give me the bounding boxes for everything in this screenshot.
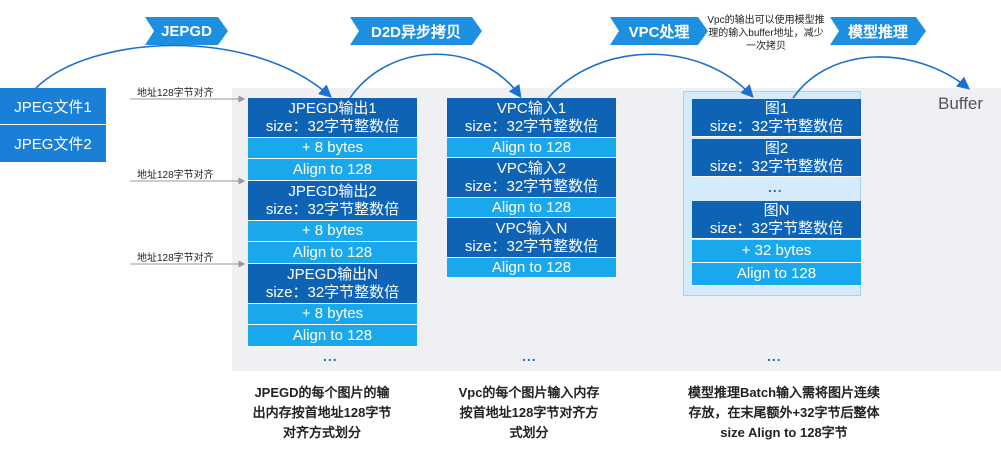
model-block-n: 图N size：32字节整数倍 bbox=[692, 201, 861, 239]
vpc-title-n: VPC输入N bbox=[495, 219, 568, 237]
model-title-1: 图1 bbox=[764, 99, 789, 117]
model-size-1: size：32字节整数倍 bbox=[709, 117, 844, 135]
jpegd-dots: ... bbox=[323, 348, 338, 364]
model-dots: ... bbox=[767, 348, 782, 364]
vpc-align-1: Align to 128 bbox=[447, 138, 616, 158]
jpegd-title-2: JPEGD输出2 bbox=[288, 182, 377, 200]
buffer-label: Buffer bbox=[938, 94, 984, 113]
vpc-size-2: size：32字节整数倍 bbox=[464, 177, 599, 195]
jpegd-block-1: JPEGD输出1 size：32字节整数倍 bbox=[248, 98, 417, 138]
jpegd-block-n: JPEGD输出N size：32字节整数倍 bbox=[248, 264, 417, 304]
stage-vpc: VPC处理 bbox=[610, 17, 708, 45]
jpegd-align-2: Align to 128 bbox=[248, 242, 417, 264]
jpegd-size-1: size：32字节整数倍 bbox=[265, 117, 400, 135]
jpegd-plus-1: + 8 bytes bbox=[248, 138, 417, 159]
jpegd-block-2: JPEGD输出2 size：32字节整数倍 bbox=[248, 181, 417, 221]
caption-jpegd: JPEGD的每个图片的输出内存按首地址128字节对齐方式划分 bbox=[252, 385, 392, 440]
jpegd-size-2: size：32字节整数倍 bbox=[265, 200, 400, 218]
vpc-block-n: VPC输入N size：32字节整数倍 bbox=[447, 218, 616, 258]
model-size-2: size：32字节整数倍 bbox=[709, 157, 844, 175]
model-size-n: size：32字节整数倍 bbox=[709, 219, 844, 237]
addr-label-3: 地址128字节对齐 bbox=[137, 253, 214, 264]
vpc-size-n: size：32字节整数倍 bbox=[464, 237, 599, 255]
stage-model: 模型推理 bbox=[830, 17, 926, 45]
caption-model: 模型推理Batch输入需将图片连续存放，在末尾额外+32字节后整体size Al… bbox=[687, 385, 881, 440]
model-plus: + 32 bytes bbox=[692, 240, 861, 263]
vpc-title-1: VPC输入1 bbox=[496, 99, 567, 117]
vpc-align-n: Align to 128 bbox=[447, 258, 616, 278]
model-block-2: 图2 size：32字节整数倍 bbox=[692, 139, 861, 177]
model-block-1: 图1 size：32字节整数倍 bbox=[692, 99, 861, 137]
model-align: Align to 128 bbox=[692, 263, 861, 286]
model-title-n: 图N bbox=[763, 201, 790, 219]
jpeg-file-1: JPEG文件1 bbox=[0, 88, 106, 125]
jpegd-plus-n: + 8 bytes bbox=[248, 304, 417, 325]
vpc-dots: ... bbox=[522, 348, 537, 364]
vpc-align-2: Align to 128 bbox=[447, 198, 616, 218]
arrow-jpegd-to-vpc bbox=[349, 53, 522, 99]
model-inner-dots: ... bbox=[768, 179, 783, 195]
model-column: 图1 size：32字节整数倍 图2 size：32字节整数倍 ... 图N s… bbox=[692, 99, 861, 289]
jpegd-size-n: size：32字节整数倍 bbox=[265, 283, 400, 301]
jpegd-align-n: Align to 128 bbox=[248, 325, 417, 347]
addr-label-2: 地址128字节对齐 bbox=[137, 170, 214, 181]
vpc-block-1: VPC输入1 size：32字节整数倍 bbox=[447, 98, 616, 138]
jpegd-align-1: Align to 128 bbox=[248, 159, 417, 181]
jpeg-file-2: JPEG文件2 bbox=[0, 125, 106, 162]
caption-vpc: Vpc的每个图片输入内存按首地址128字节对齐方式划分 bbox=[458, 385, 600, 440]
arrow-model-to-buffer bbox=[792, 56, 970, 99]
model-title-2: 图2 bbox=[764, 139, 789, 157]
arrow-jpeg-to-jpegd bbox=[35, 44, 332, 98]
arrow-vpc-to-model bbox=[547, 53, 754, 99]
vpc-block-2: VPC输入2 size：32字节整数倍 bbox=[447, 158, 616, 198]
vpc-size-1: size：32字节整数倍 bbox=[464, 117, 599, 135]
vpc-note: Vpc的输出可以使用模型推理的输入buffer地址，减少一次拷贝 bbox=[707, 15, 825, 52]
jpegd-column: JPEGD输出1 size：32字节整数倍 + 8 bytes Align to… bbox=[248, 98, 417, 348]
vpc-column: VPC输入1 size：32字节整数倍 Align to 128 VPC输入2 … bbox=[447, 98, 616, 280]
vpc-title-2: VPC输入2 bbox=[496, 159, 567, 177]
stage-jepgd: JEPGD bbox=[145, 17, 228, 45]
jpegd-title-n: JPEGD输出N bbox=[287, 265, 378, 283]
addr-label-1: 地址128字节对齐 bbox=[137, 88, 214, 99]
jpegd-title-1: JPEGD输出1 bbox=[288, 99, 377, 117]
jpegd-plus-2: + 8 bytes bbox=[248, 221, 417, 242]
stage-d2d: D2D异步拷贝 bbox=[350, 17, 482, 45]
